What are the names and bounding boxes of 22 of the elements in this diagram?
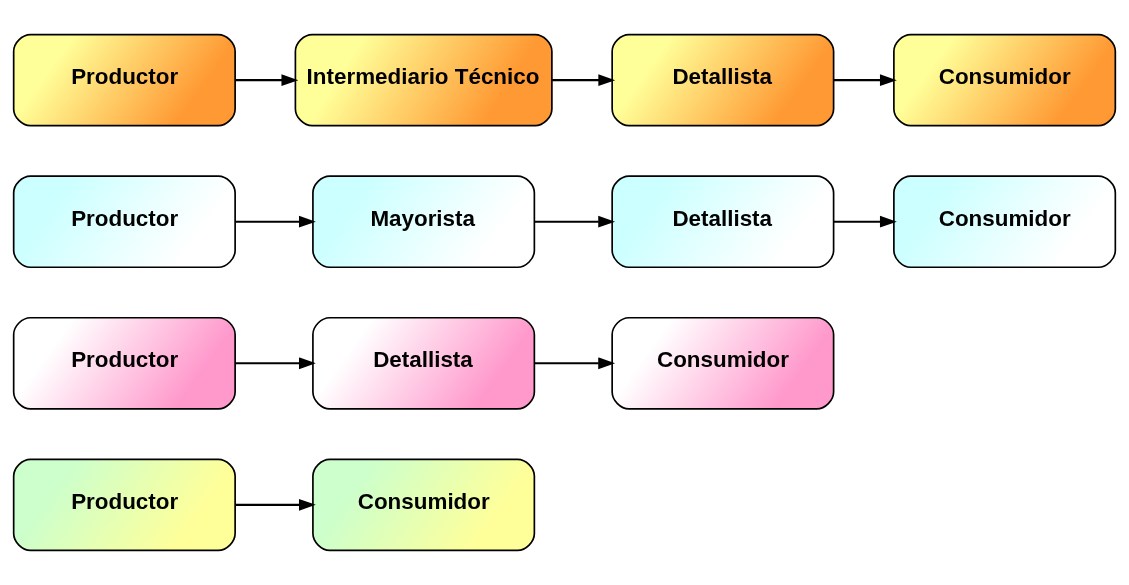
arrow	[235, 74, 299, 87]
node-box: Consumidor	[893, 33, 1117, 127]
node-box: Productor	[12, 175, 236, 269]
node-box: Detallista	[611, 33, 835, 127]
arrow	[833, 74, 897, 87]
arrow	[235, 215, 316, 228]
node-box: Detallista	[611, 175, 835, 269]
node-box: Consumidor	[893, 175, 1117, 269]
arrow	[235, 498, 316, 511]
node-box: Productor	[12, 33, 236, 127]
arrow	[534, 215, 616, 228]
arrow	[534, 357, 616, 370]
node-box: Intermediario Técnico	[294, 33, 553, 127]
arrow	[235, 357, 316, 370]
node-box: Productor	[12, 458, 236, 552]
node-box: Consumidor	[312, 458, 536, 552]
arrow	[552, 74, 616, 87]
node-box: Productor	[12, 316, 236, 410]
node-box: Consumidor	[611, 316, 835, 410]
node-box: Detallista	[312, 316, 536, 410]
arrow	[833, 215, 897, 228]
node-box: Mayorista	[312, 175, 536, 269]
